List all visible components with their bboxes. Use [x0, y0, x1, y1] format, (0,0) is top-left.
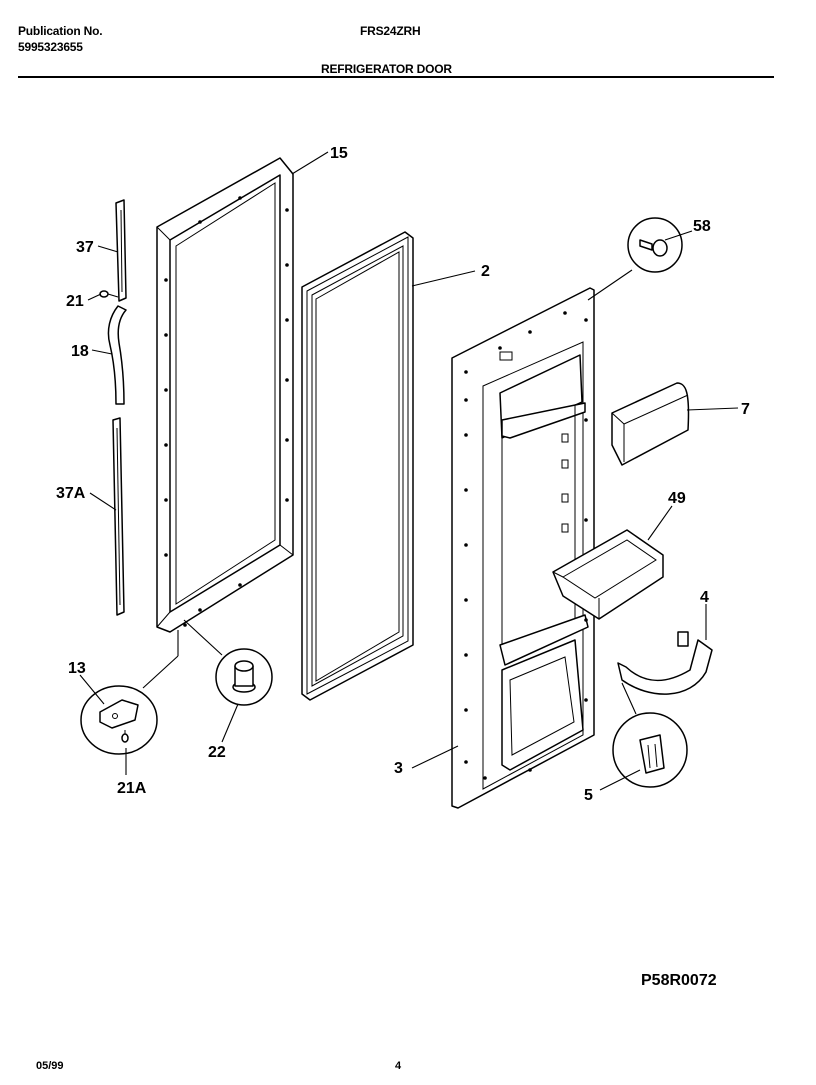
handle-trim-part-37: [115, 199, 127, 302]
callout-21: 21: [66, 293, 84, 310]
screw-detail-part-58: [627, 217, 683, 273]
callout-21a: 21A: [117, 780, 147, 797]
callout-37: 37: [76, 239, 94, 256]
callout-7: 7: [741, 401, 750, 418]
bushing-detail-part-22: [215, 648, 273, 706]
hinge-detail-part-13: [80, 685, 158, 755]
callout-3: 3: [394, 760, 403, 777]
door-bin-part-49: [552, 529, 664, 620]
leader-lines: [79, 151, 739, 791]
callout-22: 22: [208, 744, 226, 761]
callout-49: 49: [668, 490, 686, 507]
door-gasket-part-2: [301, 231, 414, 701]
dairy-door-part-7: [611, 382, 690, 466]
handle-trim-part-37a: [112, 417, 125, 616]
handle-part-18: [107, 305, 127, 405]
drawing-code: P58R0072: [641, 972, 717, 989]
callout-4: 4: [700, 589, 709, 606]
callout-18: 18: [71, 343, 89, 360]
header-rule: [18, 76, 774, 78]
callout-5: 5: [584, 787, 593, 804]
door-frame-part-15: [156, 157, 294, 633]
publication-label: Publication No.: [18, 24, 103, 38]
callout-2: 2: [481, 263, 490, 280]
screw-part-21: [99, 290, 119, 298]
section-title: REFRIGERATOR DOOR: [321, 62, 452, 76]
door-liner-part-3: [451, 287, 595, 809]
publication-number: 5995323655: [18, 40, 83, 54]
footer-date: 05/99: [36, 1060, 64, 1072]
footer-page-number: 4: [395, 1060, 402, 1072]
model-number: FRS24ZRH: [360, 24, 421, 38]
clip-detail-part-5: [612, 712, 688, 788]
callout-58: 58: [693, 218, 711, 235]
callout-13: 13: [68, 660, 86, 677]
callout-15: 15: [330, 145, 348, 162]
callout-labels: 15 37 21 18 37A 13 21A 22 2 3 58 7 49 4 …: [56, 145, 750, 804]
bracket-part-4: [617, 631, 713, 695]
callout-37a: 37A: [56, 485, 86, 502]
